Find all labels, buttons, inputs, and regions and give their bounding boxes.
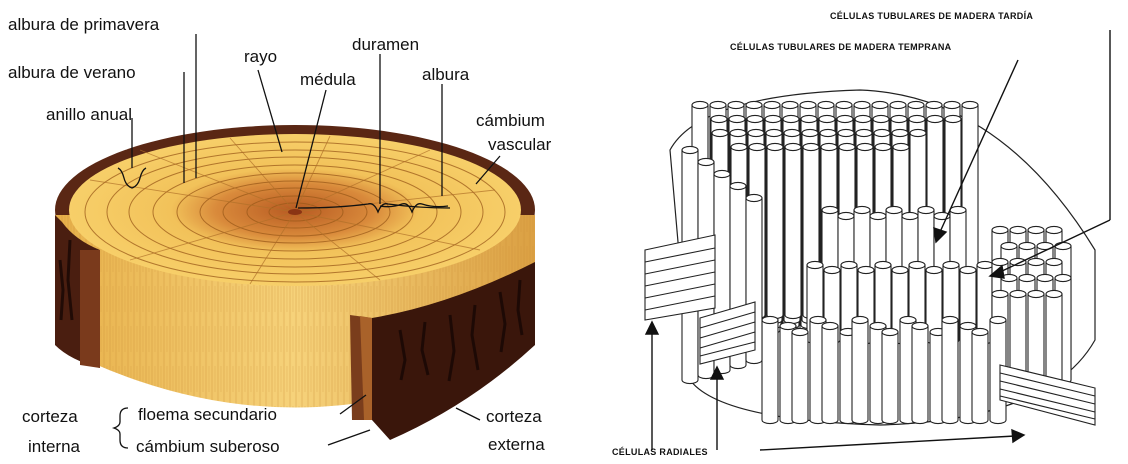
label-corteza-externa: corteza — [486, 407, 542, 426]
tube-cell — [882, 328, 898, 423]
label-medula: médula — [300, 70, 356, 89]
label-albura-verano: albura de verano — [8, 63, 136, 82]
label-cambium-vascular: cámbium — [476, 111, 545, 130]
label-duramen: duramen — [352, 35, 419, 54]
label-albura-primavera: albura de primavera — [8, 15, 160, 34]
label-corteza-externa-2: externa — [488, 435, 545, 454]
tube-cell — [762, 316, 778, 423]
label-floema-secundario: floema secundario — [138, 405, 277, 424]
label-celulas-radiales: CÉLULAS RADIALES — [612, 447, 708, 457]
tube-cell — [1028, 290, 1044, 383]
label-anillo-anual: anillo anual — [46, 105, 132, 124]
label-celulas-tardia: CÉLULAS TUBULARES DE MADERA TARDÍA — [830, 11, 1033, 21]
pith — [288, 209, 302, 215]
label-corteza-interna-2: interna — [28, 437, 81, 456]
tube-cell — [972, 328, 988, 423]
tube-cell — [767, 143, 783, 318]
label-cambium-vascular-2: vascular — [488, 135, 552, 154]
label-rayo: rayo — [244, 47, 277, 66]
tube-cell — [852, 316, 868, 423]
label-cambium-suberoso: cámbium suberoso — [136, 437, 280, 456]
tube-cell — [912, 322, 928, 423]
label-celulas-temprana: CÉLULAS TUBULARES DE MADERA TEMPRANA — [730, 42, 952, 52]
label-corteza-interna: corteza — [22, 407, 78, 426]
tube-cell — [822, 322, 838, 423]
log-cross-section — [55, 125, 535, 440]
tube-cell — [792, 328, 808, 423]
tube-cell — [942, 316, 958, 423]
label-albura: albura — [422, 65, 470, 84]
tube-cell — [785, 143, 801, 318]
tube-cell — [1046, 290, 1062, 383]
